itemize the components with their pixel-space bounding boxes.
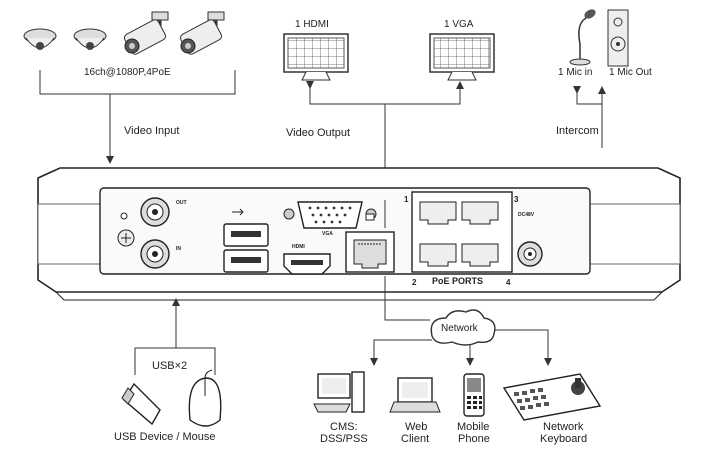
web-client-label-line2: Client — [401, 433, 430, 445]
cms-label-line2: DSS/PSS — [320, 433, 368, 445]
mic-out-label: 1 Mic Out — [609, 67, 652, 78]
usb-device-label: USB Device / Mouse — [114, 431, 216, 443]
usb-symbol-icon — [232, 208, 244, 216]
video-input-label: Video Input — [124, 125, 180, 137]
mobile-phone-label-line1: Mobile — [457, 421, 490, 433]
power-port — [517, 241, 543, 267]
audio-in-label: IN — [176, 246, 181, 252]
mouse-icon — [188, 369, 222, 427]
power-label: DC48V — [518, 212, 535, 218]
usb-drive-icon — [121, 382, 161, 426]
mic-in-label: 1 Mic in — [558, 67, 593, 78]
hdmi-monitor-icon — [283, 33, 349, 81]
hdmi-output-label: 1 HDMI — [295, 19, 329, 30]
bullet-camera-icon — [179, 11, 225, 55]
poe-port-number: 2 — [412, 278, 417, 287]
mobile-phone-label-line2: Phone — [458, 433, 490, 445]
poe-port-number: 3 — [514, 195, 519, 204]
poe-ports-label: PoE PORTS — [432, 276, 484, 286]
vga-port — [283, 201, 377, 229]
vga-monitor-icon — [429, 33, 495, 81]
dome-camera-icon — [73, 28, 107, 50]
network-keyboard-label-line2: Keyboard — [540, 433, 588, 445]
video-output-label: Video Output — [286, 127, 351, 139]
mobile-phone-icon — [463, 373, 485, 417]
bullet-camera-icon — [123, 11, 169, 55]
dome-camera-icon — [23, 28, 57, 50]
usb-count-label: USB×2 — [152, 360, 188, 372]
poe-port-number: 1 — [404, 195, 409, 204]
network-keyboard-icon — [502, 373, 602, 421]
cms-label-line1: CMS: — [330, 421, 358, 433]
poe-ports — [411, 191, 513, 273]
network-label: Network — [441, 323, 478, 334]
audio-out-label: OUT — [176, 200, 187, 206]
audio-in-port — [140, 239, 170, 269]
microphone-icon — [569, 9, 596, 66]
speaker-icon — [607, 9, 629, 67]
laptop-icon — [389, 377, 441, 413]
usb-port — [223, 223, 269, 247]
computer-icon — [313, 371, 365, 413]
audio-out-port — [140, 197, 170, 227]
network-keyboard-label-line1: Network — [543, 421, 584, 433]
usb-port — [223, 249, 269, 273]
vga-output-label: 1 VGA — [444, 19, 474, 30]
camera-spec-label: 16ch@1080P,4PoE — [84, 67, 171, 78]
web-client-label-line1: Web — [405, 421, 428, 433]
ground-symbol-icon — [120, 212, 128, 220]
poe-port-number: 4 — [506, 278, 511, 287]
hdmi-port-label: HDMI — [292, 244, 305, 250]
network-cloud-icon — [430, 309, 496, 346]
network-port-icon — [345, 213, 395, 273]
intercom-label: Intercom — [556, 125, 599, 137]
hdmi-port — [283, 253, 331, 275]
vga-port-label: VGA — [322, 231, 333, 237]
